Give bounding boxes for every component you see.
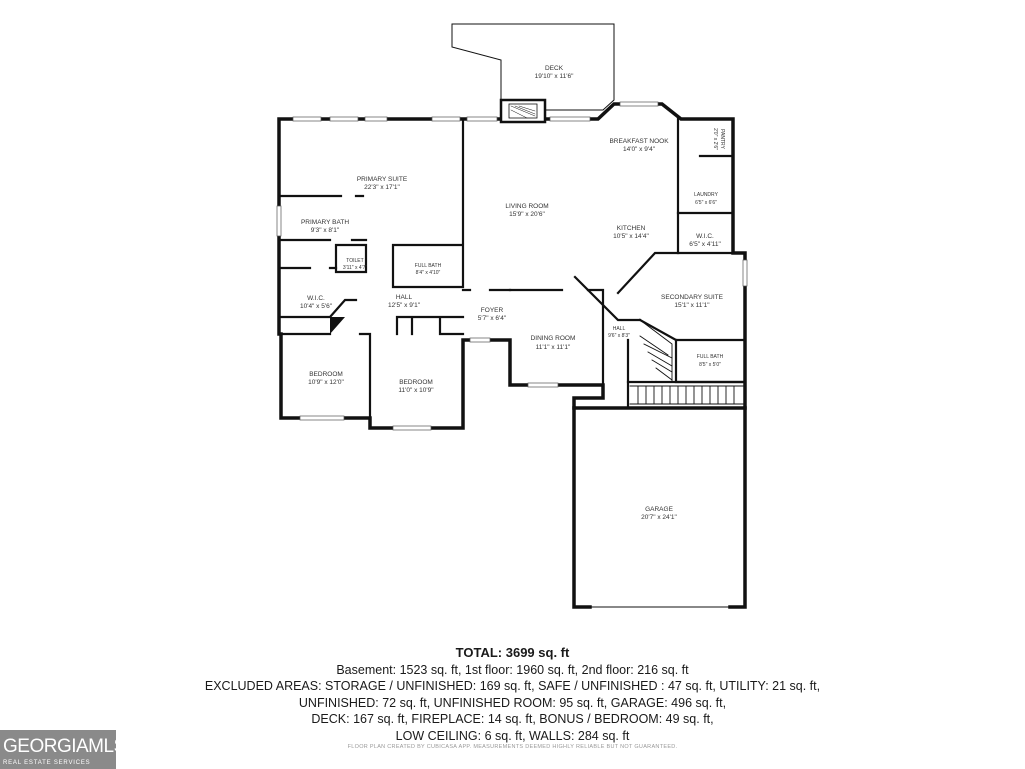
room-dim-full-bath-right: 8'5" x 5'0"	[699, 362, 721, 368]
room-dim-pantry: 2'0" x 2'6"	[712, 128, 718, 150]
room-dim-garage: 20'7" x 24'1"	[641, 514, 677, 521]
room-label-dining-room: DINING ROOM	[531, 335, 576, 342]
stairs	[629, 319, 744, 405]
room-label-bedroom-left: BEDROOM	[309, 371, 343, 378]
summary-line-5: LOW CEILING: 6 sq. ft, WALLS: 284 sq. ft	[395, 728, 630, 743]
room-label-living-room: LIVING ROOM	[505, 203, 548, 210]
room-dim-secondary-suite: 15'1" x 11'1"	[674, 302, 710, 309]
room-dim-hall-small: 9'6" x 8'3"	[608, 333, 630, 339]
area-summary: TOTAL: 3699 sq. ft Basement: 1523 sq. ft…	[0, 645, 1025, 744]
room-label-full-bath-left: FULL BATH	[415, 263, 442, 269]
fireplace	[499, 98, 547, 124]
room-label-foyer: FOYER	[481, 307, 504, 314]
room-label-kitchen: KITCHEN	[617, 225, 646, 232]
room-label-wic-right: W.I.C.	[696, 233, 714, 240]
room-dim-deck: 19'10" x 11'6"	[535, 73, 574, 80]
room-label-breakfast-nook: BREAKFAST NOOK	[609, 138, 669, 145]
room-label-pantry: PANTRY	[719, 129, 725, 149]
windows	[276, 101, 748, 431]
floor-plan: DECK 19'10" x 11'6" BREAKFAST NOOK 14'0"…	[276, 23, 748, 609]
total-area: TOTAL: 3699 sq. ft	[455, 645, 570, 660]
room-dim-living-room: 15'9" x 20'6"	[509, 211, 545, 218]
room-label-primary-bath: PRIMARY BATH	[301, 219, 349, 226]
room-dim-toilet: 3'11" x 4'7"	[343, 265, 367, 271]
logo-brand: GEORGIAMLS	[3, 736, 126, 757]
summary-line-3: UNFINISHED: 72 sq. ft, UNFINISHED ROOM: …	[298, 695, 727, 710]
room-label-full-bath-right: FULL BATH	[697, 354, 724, 360]
room-dim-wic-left: 10'4" x 5'6"	[300, 303, 333, 310]
room-dim-foyer: 5'7" x 6'4"	[478, 315, 507, 322]
wic-diagonal	[330, 317, 345, 334]
room-dim-breakfast-nook: 14'0" x 9'4"	[623, 146, 656, 153]
georgiamls-logo: GEORGIAMLS REAL ESTATE SERVICES	[0, 730, 126, 769]
room-dim-full-bath-left: 8'4" x 4'10"	[416, 270, 441, 276]
summary-line-1: Basement: 1523 sq. ft, 1st floor: 1960 s…	[336, 662, 689, 677]
disclaimer: FLOOR PLAN CREATED BY CUBICASA APP. MEAS…	[347, 744, 678, 750]
room-dim-primary-suite: 22'3" x 17'1"	[364, 184, 400, 191]
summary-line-2: EXCLUDED AREAS: STORAGE / UNFINISHED: 16…	[204, 679, 821, 693]
room-label-toilet: TOILET	[346, 258, 363, 264]
room-label-bedroom-mid: BEDROOM	[399, 379, 433, 386]
room-label-hall-small: HALL	[613, 326, 626, 332]
room-dim-hall-main: 12'5" x 9'1"	[388, 302, 421, 309]
interior-walls	[279, 117, 747, 420]
room-dim-primary-bath: 9'3" x 8'1"	[311, 227, 340, 234]
room-dim-wic-right: 6'5" x 4'11"	[689, 241, 721, 248]
room-label-laundry: LAUNDRY	[694, 192, 718, 198]
room-label-garage: GARAGE	[645, 506, 673, 513]
room-dim-laundry: 6'5" x 6'6"	[695, 200, 717, 206]
room-label-primary-suite: PRIMARY SUITE	[357, 176, 408, 183]
room-label-wic-left: W.I.C.	[307, 295, 325, 302]
room-dim-bedroom-left: 10'9" x 12'0"	[308, 379, 344, 386]
room-dim-dining-room: 11'1" x 11'1"	[536, 344, 571, 351]
deck-outline	[451, 23, 615, 111]
room-label-secondary-suite: SECONDARY SUITE	[661, 294, 724, 301]
garage-wall	[572, 406, 747, 609]
logo-subtitle: REAL ESTATE SERVICES	[3, 760, 91, 766]
room-dim-bedroom-mid: 11'0" x 10'9"	[398, 387, 434, 394]
summary-line-4: DECK: 167 sq. ft, FIREPLACE: 14 sq. ft, …	[311, 712, 714, 726]
room-label-deck: DECK	[545, 65, 564, 72]
room-label-hall-main: HALL	[396, 294, 413, 301]
room-dim-kitchen: 10'5" x 14'4"	[613, 233, 649, 240]
